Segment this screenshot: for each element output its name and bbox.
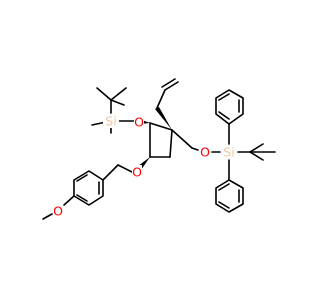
bond-tbu-r-2 bbox=[249, 151, 264, 161]
phenyl-upper-double-3 bbox=[218, 111, 230, 120]
bond-ring-ch2 bbox=[171, 129, 193, 149]
phenyl-lower-double-1 bbox=[218, 183, 230, 191]
phenyl-ring-upper bbox=[215, 89, 244, 145]
molecule-structure-svg: Si O O O Si O bbox=[42, 78, 276, 220]
bond-aryl-o-methoxy bbox=[63, 195, 75, 206]
methoxyphenyl-double-2 bbox=[76, 194, 88, 202]
bond-ch2-o bbox=[191, 147, 199, 151]
oxygen-label-top: O bbox=[134, 115, 144, 130]
atom-label-si-top: Si bbox=[103, 114, 119, 129]
phenyl-ring-lower bbox=[215, 159, 244, 213]
methoxyphenyl-double-3 bbox=[76, 174, 88, 182]
atom-label-o-left: O bbox=[132, 165, 142, 180]
methoxyphenyl-ring bbox=[73, 170, 104, 206]
bond-tbu-r-1 bbox=[249, 143, 264, 153]
phenyl-upper-double-1 bbox=[218, 93, 230, 101]
oxygen-label-methoxy: O bbox=[53, 204, 63, 219]
silicon-label-top: Si bbox=[105, 114, 116, 129]
bond-tbu-methyl-3 bbox=[110, 99, 125, 106]
ring-bond-2 bbox=[169, 129, 173, 158]
phenyl-lower-double-3 bbox=[218, 201, 230, 209]
phenyl-upper-hexagon bbox=[215, 89, 244, 125]
atom-label-o-top: O bbox=[134, 115, 144, 130]
molecule-structure-canvas: Si O O O Si O bbox=[42, 78, 276, 220]
bond-ch2-aryl-pmb bbox=[102, 164, 119, 181]
oxygen-label-right: O bbox=[200, 145, 210, 160]
bond-vinyl-1 bbox=[156, 89, 166, 109]
tert-butyl-group-top bbox=[96, 87, 127, 114]
bond-o-ch2-pmb bbox=[117, 164, 133, 173]
atom-label-si-right: Si bbox=[221, 145, 237, 160]
atom-label-o-right: O bbox=[200, 145, 210, 160]
phenyl-lower-hexagon bbox=[215, 179, 244, 213]
bond-vinyl-2b bbox=[161, 78, 176, 88]
bond-tbu-methyl-1 bbox=[96, 87, 112, 101]
wedge-bond-vinyl bbox=[155, 107, 172, 130]
cyclobutane-ring bbox=[149, 122, 173, 158]
bond-o-methyl bbox=[42, 213, 53, 220]
bond-vinyl-2 bbox=[164, 81, 179, 91]
bond-tbu-methyl-2 bbox=[110, 87, 127, 101]
atom-label-o-methoxy: O bbox=[53, 204, 63, 219]
tert-butyl-group-right bbox=[237, 143, 276, 161]
oxygen-label-left: O bbox=[132, 165, 142, 180]
ring-bond-1 bbox=[149, 122, 173, 131]
silicon-label-right: Si bbox=[223, 145, 234, 160]
